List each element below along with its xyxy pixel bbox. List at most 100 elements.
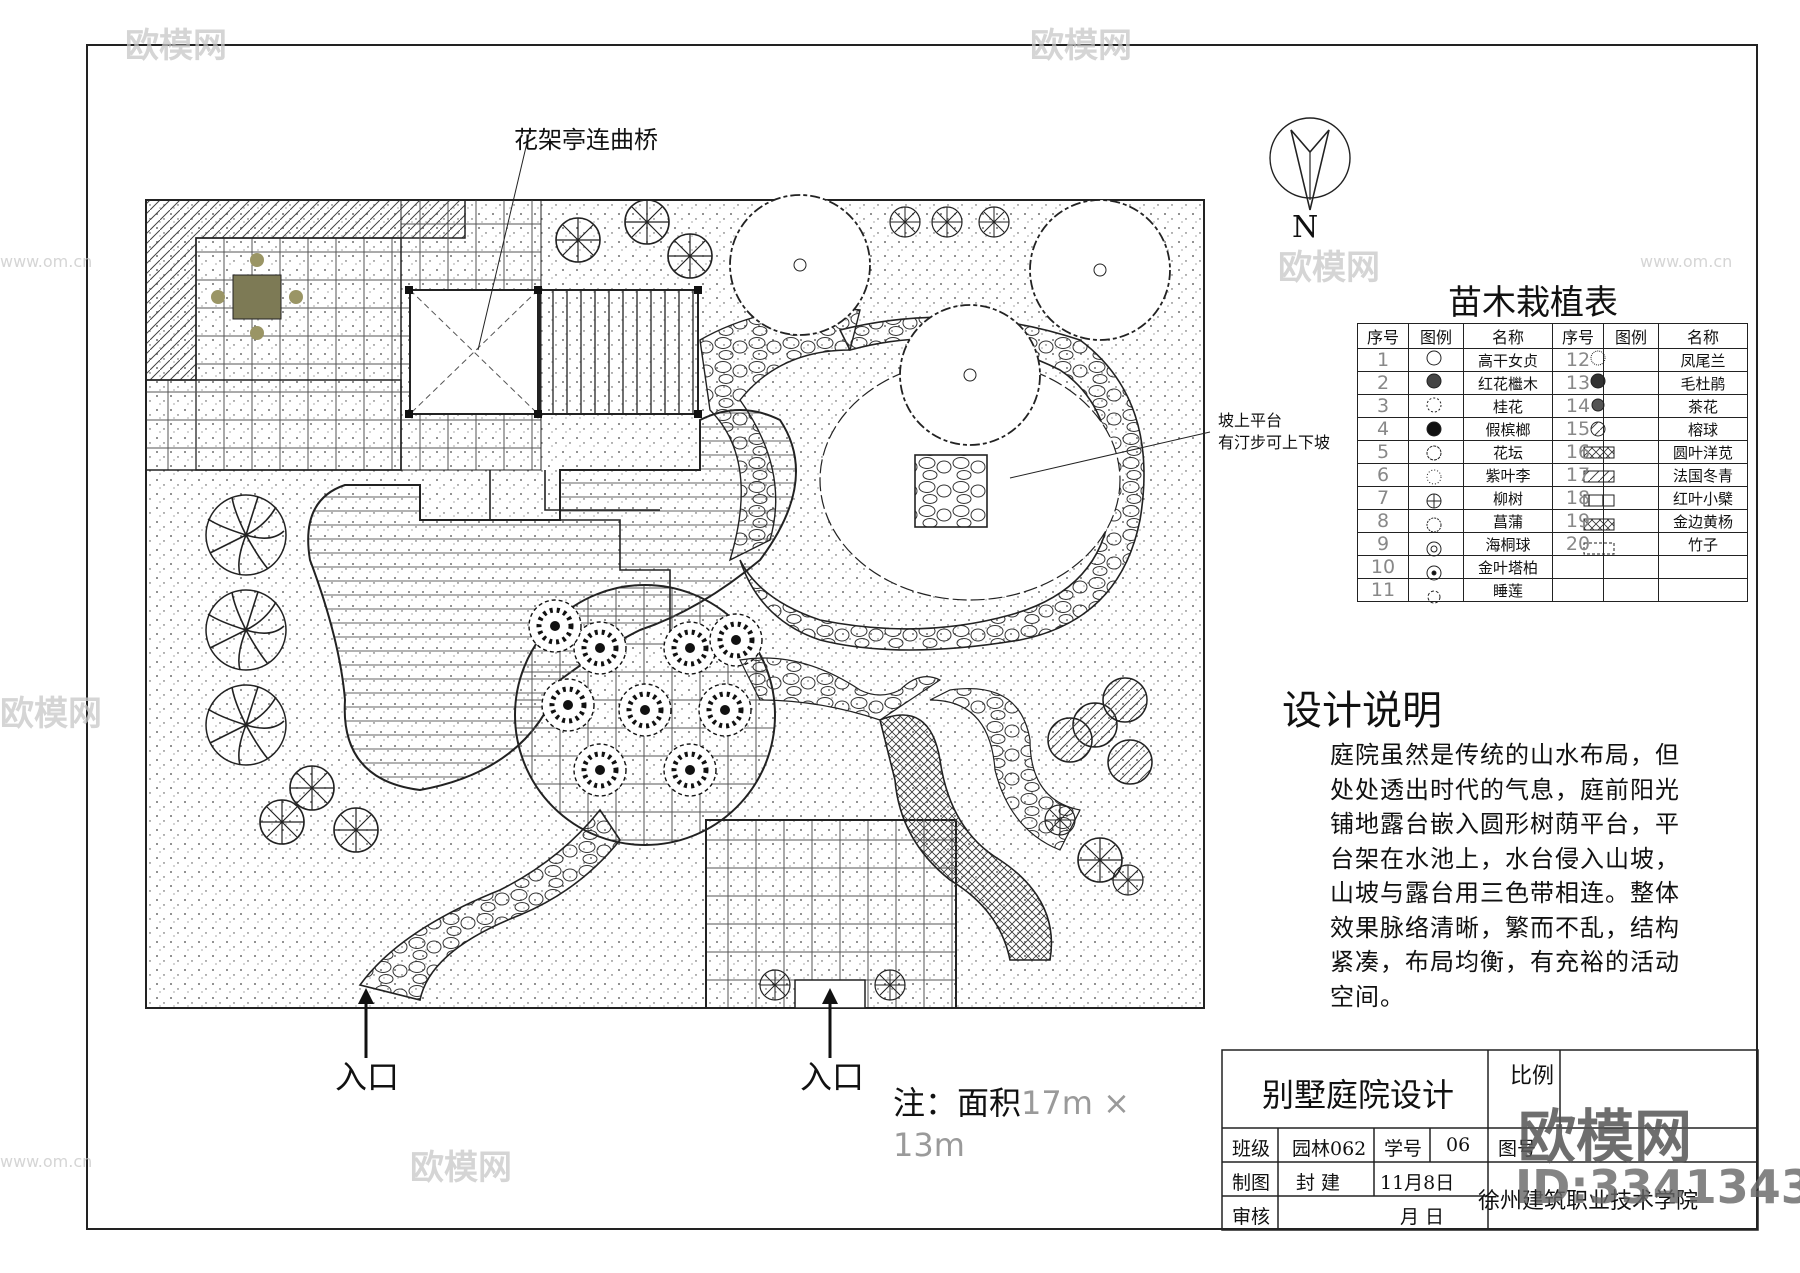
plant-name: 竹子 (1658, 532, 1748, 556)
area-note-value: 17m × 13m (893, 1084, 1130, 1164)
table-row: 4 假槟榔 15 榕球 (1357, 417, 1748, 441)
plant-name: 金边黄杨 (1658, 509, 1748, 533)
plant-name: 茶花 (1658, 394, 1748, 418)
legend-icon (1408, 486, 1464, 510)
header-no-1: 序号 (1357, 323, 1409, 349)
legend-icon (1603, 463, 1659, 487)
plant-name: 花坛 (1463, 440, 1553, 464)
watermark-brand-large: 欧模网 (1518, 1103, 1693, 1171)
legend-icon (1603, 394, 1659, 418)
row-no: 4 (1357, 417, 1409, 441)
table-row: 5 花坛 16 圆叶洋苋 (1357, 440, 1748, 464)
legend-icon (1408, 394, 1464, 418)
table-row: 6 紫叶李 17 法国冬青 (1357, 463, 1748, 487)
plant-name: 海桐球 (1463, 532, 1553, 556)
legend-icon (1408, 532, 1464, 556)
area-note-prefix: 注：面积 (893, 1084, 1022, 1122)
watermark-url: www.om.cn (1640, 252, 1733, 271)
student-no-label: 学号 (1384, 1138, 1423, 1160)
entrance-label-west: 入口 (335, 1058, 400, 1096)
legend-icon (1408, 578, 1464, 602)
row-no: 8 (1357, 509, 1409, 533)
student-no-value: 06 (1446, 1134, 1471, 1156)
legend-icon (1603, 555, 1659, 579)
header-no-2: 序号 (1552, 323, 1604, 349)
slope-label-line2: 有汀步可上下坡 (1218, 433, 1331, 452)
school-name: 徐州建筑职业技术学院 (1478, 1189, 1699, 1214)
legend-icon (1603, 348, 1659, 372)
plant-name: 睡莲 (1463, 578, 1553, 602)
row-no: 16 (1552, 440, 1604, 464)
plant-name: 毛杜鹃 (1658, 371, 1748, 395)
row-no: 3 (1357, 394, 1409, 418)
drawing-frame (86, 44, 1758, 1230)
drawing-no-label: 图号 (1498, 1138, 1537, 1160)
legend-icon (1603, 417, 1659, 441)
drawn-by-label: 制图 (1232, 1172, 1271, 1194)
plant-name: 榕球 (1658, 417, 1748, 441)
legend-icon (1603, 371, 1659, 395)
header-name-2: 名称 (1658, 323, 1748, 349)
legend-icon (1603, 578, 1659, 602)
review-label: 审核 (1232, 1206, 1271, 1228)
entrance-label-south: 入口 (800, 1058, 865, 1096)
row-no: 1 (1357, 348, 1409, 372)
row-no: 5 (1357, 440, 1409, 464)
plant-name: 柳树 (1463, 486, 1553, 510)
legend-icon (1408, 417, 1464, 441)
table-row: 2 红花檵木 13 毛杜鹃 (1357, 371, 1748, 395)
watermark-brand: 欧模网 (0, 694, 102, 734)
legend-icon (1603, 532, 1659, 556)
plant-name: 假槟榔 (1463, 417, 1553, 441)
watermark-url: www.om.cn (0, 252, 93, 271)
header-name-1: 名称 (1463, 323, 1553, 349)
slope-platform-label: 坡上平台 有汀步可上下坡 (1218, 410, 1330, 454)
row-no (1552, 578, 1604, 602)
row-no (1552, 555, 1604, 579)
north-label: N (1292, 210, 1319, 245)
plant-name: 红花檵木 (1463, 371, 1553, 395)
table-row: 10 金叶塔柏 (1357, 555, 1748, 579)
row-no: 10 (1357, 555, 1409, 579)
drawn-by-value: 封 建 (1296, 1172, 1341, 1194)
legend-icon (1408, 555, 1464, 579)
date-value: 11月8日 (1380, 1172, 1455, 1194)
watermark-brand: 欧模网 (125, 26, 227, 66)
plant-name: 法国冬青 (1658, 463, 1748, 487)
bridge-label: 花架亭连曲桥 (514, 126, 658, 154)
project-title: 别墅庭院设计 (1262, 1076, 1455, 1114)
legend-icon (1603, 486, 1659, 510)
watermark-brand: 欧模网 (1030, 26, 1132, 66)
watermark-url: www.om.cn (0, 1152, 93, 1171)
row-no: 13 (1552, 371, 1604, 395)
row-no: 20 (1552, 532, 1604, 556)
plant-table-title: 苗木栽植表 (1448, 283, 1618, 323)
design-notes-title: 设计说明 (1282, 688, 1442, 734)
row-no: 18 (1552, 486, 1604, 510)
watermark-id: ID:3341343 (1515, 1160, 1800, 1214)
plant-name: 紫叶李 (1463, 463, 1553, 487)
row-no: 17 (1552, 463, 1604, 487)
slope-label-line1: 坡上平台 (1218, 411, 1283, 430)
row-no: 15 (1552, 417, 1604, 441)
legend-icon (1408, 371, 1464, 395)
plant-name: 金叶塔柏 (1463, 555, 1553, 579)
plant-name: 圆叶洋苋 (1658, 440, 1748, 464)
date-blank: 月 日 (1400, 1206, 1445, 1228)
row-no: 14 (1552, 394, 1604, 418)
row-no: 2 (1357, 371, 1409, 395)
row-no: 6 (1357, 463, 1409, 487)
area-note: 注：面积17m × 13m (893, 1082, 1153, 1166)
row-no: 7 (1357, 486, 1409, 510)
plant-name: 红叶小檗 (1658, 486, 1748, 510)
design-notes-body: 庭院虽然是传统的山水布局，但处处透出时代的气息，庭前阳光铺地露台嵌入圆形树荫平台… (1330, 741, 1680, 1011)
row-no: 11 (1357, 578, 1409, 602)
watermark-brand: 欧模网 (410, 1148, 512, 1188)
plant-name (1658, 578, 1748, 602)
header-legend-2: 图例 (1603, 323, 1659, 349)
